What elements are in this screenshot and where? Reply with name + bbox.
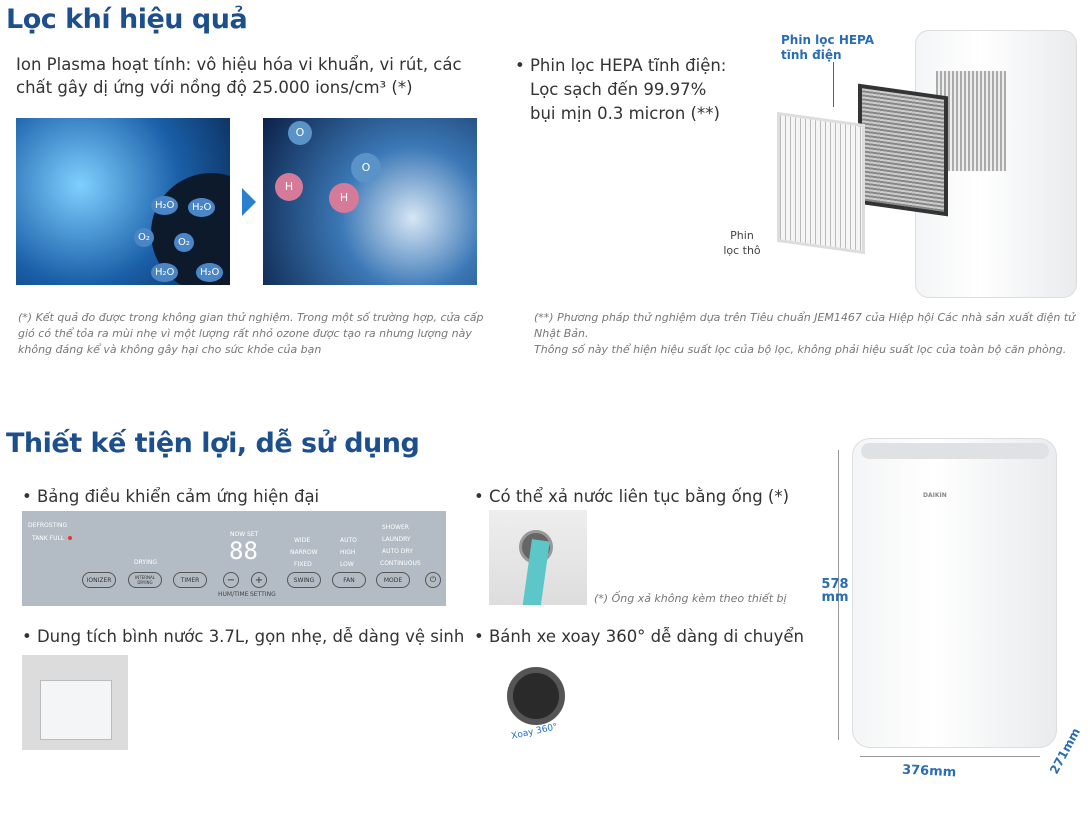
width-dimension: 376mm: [901, 762, 957, 781]
panel-label: SHOWER: [382, 524, 409, 531]
mode-button: MODE: [376, 572, 410, 588]
panel-label: FIXED: [294, 561, 312, 568]
minus-button: −: [223, 572, 239, 588]
dehumidifier-unit: DAIKIN: [852, 438, 1057, 748]
wheel-image: Xoay 360°: [489, 655, 585, 750]
control-panel-image: DEFROSTING TANK FULL DRYING NOW SET 88 W…: [22, 511, 446, 606]
label-hepa-filter: Phin lọc HEPA tĩnh điện: [781, 33, 875, 62]
panel-label: NARROW: [290, 549, 318, 556]
brand-logo: DAIKIN: [923, 492, 947, 499]
plus-button: +: [251, 572, 267, 588]
panel-label: DEFROSTING: [28, 522, 68, 529]
tank-full-indicator: [68, 536, 72, 540]
footnote-hepa-standard: (**) Phương pháp thử nghiệm dựa trên Tiê…: [534, 311, 1076, 340]
panel-label: LOW: [340, 561, 354, 568]
molecule: O: [288, 121, 312, 145]
panel-label: AUTO: [340, 537, 357, 544]
footnote-ozone: (*) Kết quả đo được trong không gian thử…: [18, 311, 484, 356]
section-title-air-filtering: Lọc khí hiệu quả: [6, 4, 248, 35]
panel-label: DRYING: [134, 559, 157, 566]
ionizer-button: IONIZER: [82, 572, 116, 588]
panel-label: HUM/TIME: [218, 591, 249, 598]
drain-footnote: (*) Ống xả không kèm theo thiết bị: [594, 592, 787, 605]
plasma-ion-image: H₂O H₂O O₂ O₂ H₂O H₂O: [16, 118, 230, 285]
height-dimension-line: [838, 450, 839, 740]
timer-button: TIMER: [173, 572, 207, 588]
plasma-ion-text: Ion Plasma hoạt tính: vô hiệu hóa vi khu…: [16, 55, 462, 97]
molecule: H₂O: [151, 263, 179, 282]
arrow-right-icon: [242, 188, 256, 216]
molecule: O₂: [174, 233, 194, 252]
height-dimension: 578 mm: [821, 577, 849, 605]
panel-label: NOW SET: [230, 531, 259, 538]
feature-touch-panel: • Bảng điều khiển cảm ứng hiện đại: [22, 487, 320, 506]
water-tank-image: [22, 655, 128, 750]
feature-continuous-drain: • Có thể xả nước liên tục bằng ống (*): [474, 487, 790, 506]
unit-top-panel: [861, 443, 1049, 459]
feature-wheels: • Bánh xe xoay 360° dễ dàng di chuyển: [474, 627, 804, 646]
panel-label: AUTO DRY: [382, 548, 413, 555]
feature-water-tank: • Dung tích bình nước 3.7L, gọn nhẹ, dễ …: [22, 627, 465, 646]
water-tank: [40, 680, 112, 740]
rotate-label: Xoay 360°: [510, 722, 559, 742]
dehumidifier-unit-top: [915, 30, 1077, 298]
molecule: H₂O: [151, 196, 179, 215]
panel-label: LAUNDRY: [382, 536, 411, 543]
drain-hose-image: [489, 510, 587, 605]
virus-neutralizing-image: O O H H: [263, 118, 477, 285]
swing-button: SWING: [287, 572, 321, 588]
width-dimension-line: [860, 756, 1040, 757]
hepa-efficiency: Lọc sạch đến 99.97%: [530, 80, 707, 99]
internal-drying-button: INTERNAL DRYING: [128, 572, 162, 588]
panel-label: WIDE: [294, 537, 311, 544]
coarse-filter: [777, 111, 865, 255]
label-coarse-filter: Phin lọc thô: [723, 229, 761, 257]
hepa-bullet: • Phin lọc HEPA tĩnh điện:: [515, 56, 727, 75]
molecule: H₂O: [196, 263, 224, 282]
power-icon: ⏻: [425, 572, 441, 588]
panel-display: 88: [229, 537, 258, 565]
molecule: H: [275, 173, 303, 201]
molecule: O: [351, 153, 381, 183]
panel-label: SETTING: [250, 591, 276, 598]
leader-line: [833, 62, 834, 107]
molecule: H: [329, 183, 359, 213]
hepa-filter: [858, 83, 948, 217]
panel-label: CONTINUOUS: [380, 560, 421, 567]
hepa-micron: bụi mịn 0.3 micron (**): [530, 104, 720, 123]
fan-button: FAN: [332, 572, 366, 588]
panel-label: HIGH: [340, 549, 356, 556]
section-title-design: Thiết kế tiện lợi, dễ sử dụng: [6, 428, 420, 459]
footnote-filter-efficiency: Thông số này thể hiện hiệu suất lọc của …: [534, 343, 1067, 356]
caster-wheel: [507, 667, 565, 725]
panel-label: TANK FULL: [32, 535, 65, 542]
molecule: H₂O: [188, 198, 216, 217]
molecule: O₂: [134, 228, 154, 247]
